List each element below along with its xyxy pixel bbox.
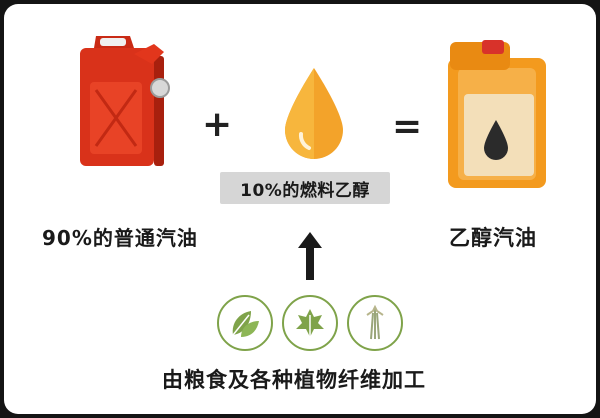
leaves-icon bbox=[232, 311, 259, 337]
regular-gasoline-label: 90%的普通汽油 bbox=[42, 226, 198, 250]
herb-circle bbox=[282, 295, 338, 351]
equals-sign: = bbox=[392, 106, 423, 147]
orange-fuel-jug-icon bbox=[448, 40, 546, 188]
red-fuel-can-icon bbox=[80, 36, 170, 166]
ethanol-label-box: 10%的燃料乙醇 bbox=[220, 172, 390, 204]
grass-stalk-icon bbox=[366, 304, 384, 340]
leaves-circle bbox=[217, 295, 273, 351]
plus-sign: + bbox=[202, 104, 233, 145]
grass-circle bbox=[347, 295, 403, 351]
diagram-canvas: + = 10%的燃料乙醇 90%的普通汽油 乙醇汽油 bbox=[4, 4, 596, 414]
herb-leaf-icon bbox=[296, 309, 324, 337]
fuel-drop-icon bbox=[285, 68, 343, 159]
up-arrow-icon bbox=[298, 232, 322, 280]
source-label: 由粮食及各种植物纤维加工 bbox=[162, 368, 426, 392]
ethanol-gasoline-label: 乙醇汽油 bbox=[449, 226, 537, 250]
ethanol-fuel-label: 10%的燃料乙醇 bbox=[240, 180, 370, 201]
